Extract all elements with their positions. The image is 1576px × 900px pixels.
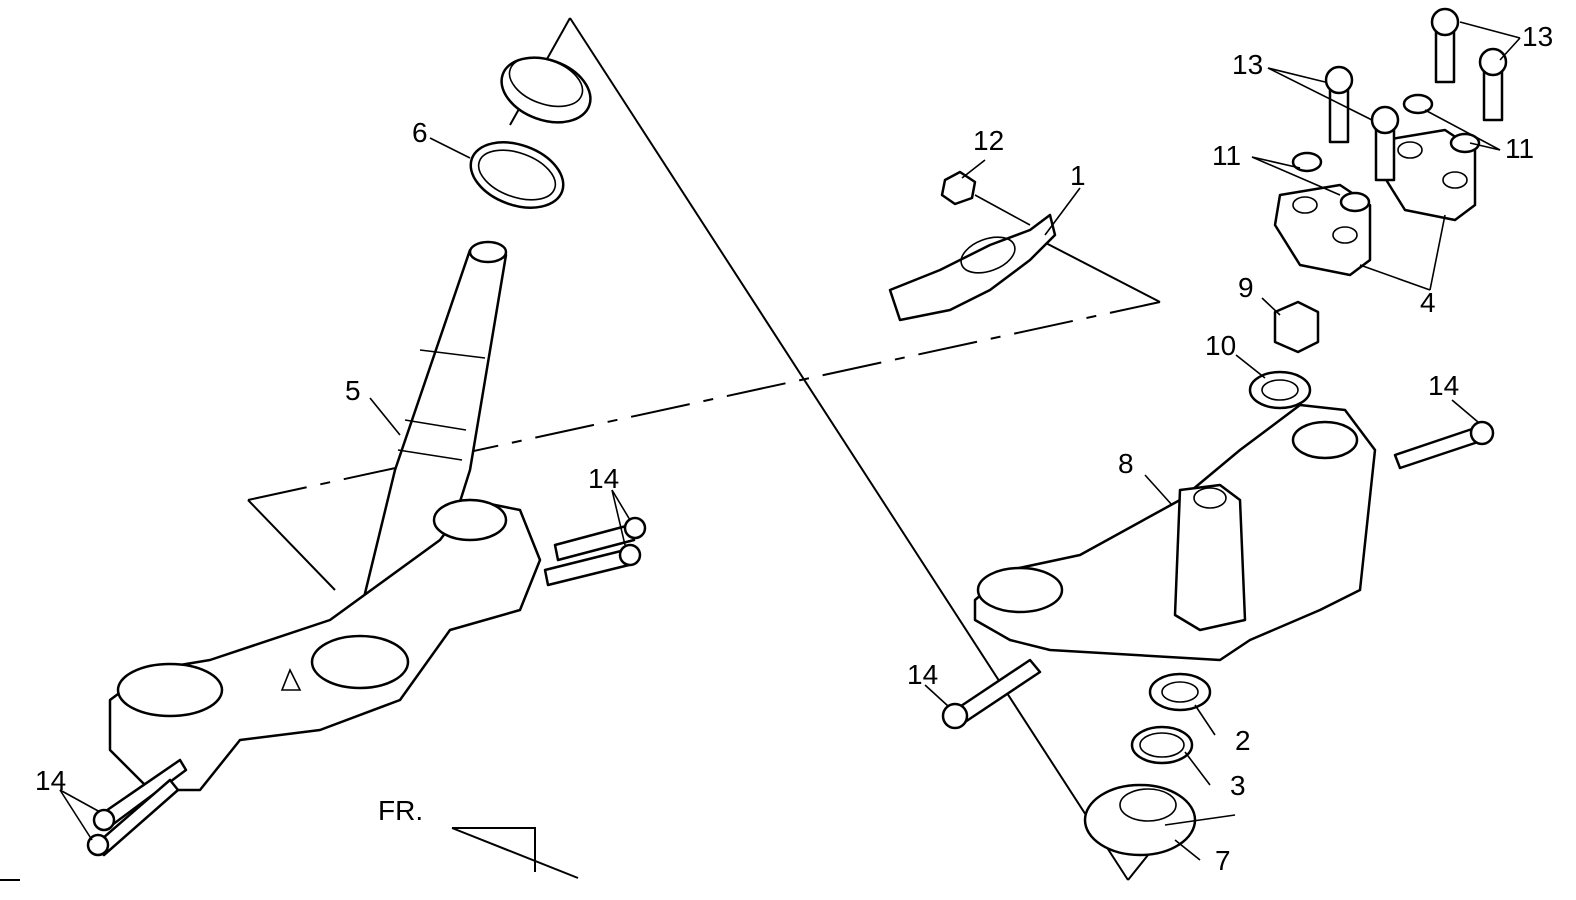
bolt-part-right-lower — [941, 658, 1042, 730]
callout-10: 10 — [1205, 330, 1236, 361]
callout-8: 8 — [1118, 448, 1134, 479]
stem-nut-part — [1273, 300, 1320, 354]
front-direction-label: FR. — [378, 795, 423, 826]
callout-1: 1 — [1070, 160, 1086, 191]
callout-labels: 1 2 3 4 5 6 7 8 9 10 11 11 12 13 13 14 1… — [35, 21, 1553, 876]
lock-washer-part — [1130, 725, 1194, 765]
lock-nut-part — [1148, 672, 1212, 712]
callout-13-left: 13 — [1232, 49, 1263, 80]
callout-4: 4 — [1420, 287, 1436, 318]
holder-bolt-part — [1324, 7, 1508, 182]
upper-bracket-part — [973, 403, 1377, 662]
dust-seal-part — [500, 56, 592, 124]
callout-6: 6 — [412, 117, 428, 148]
bolt-part-right-upper — [1393, 420, 1495, 470]
callout-2: 2 — [1235, 725, 1251, 756]
callout-14-upper-right: 14 — [1428, 370, 1459, 401]
seal-ring-part — [469, 141, 565, 209]
callout-11-left: 11 — [1212, 140, 1241, 171]
bolt-part-left-lower — [86, 758, 188, 857]
callout-14-lower-right: 14 — [907, 659, 938, 690]
callout-7: 7 — [1215, 845, 1231, 876]
stem-washer-part — [1248, 370, 1312, 410]
cable-clamp-part — [888, 213, 1057, 322]
washer-part — [1291, 93, 1481, 213]
front-direction-indicator — [451, 827, 579, 879]
lower-bracket-part — [108, 498, 542, 792]
callout-11-right: 11 — [1505, 133, 1534, 164]
callout-14-stem: 14 — [588, 463, 619, 494]
clamp-bolt-part — [940, 170, 1031, 226]
callout-5: 5 — [345, 375, 361, 406]
bearing-cone-part — [1083, 783, 1197, 857]
callout-12: 12 — [973, 125, 1004, 156]
callout-9: 9 — [1238, 272, 1254, 303]
leader-lines — [59, 21, 1521, 861]
callout-3: 3 — [1230, 770, 1246, 801]
bolt-part-right-stem — [543, 516, 647, 587]
callout-13-right: 13 — [1522, 21, 1553, 52]
callout-14-left: 14 — [35, 765, 66, 796]
